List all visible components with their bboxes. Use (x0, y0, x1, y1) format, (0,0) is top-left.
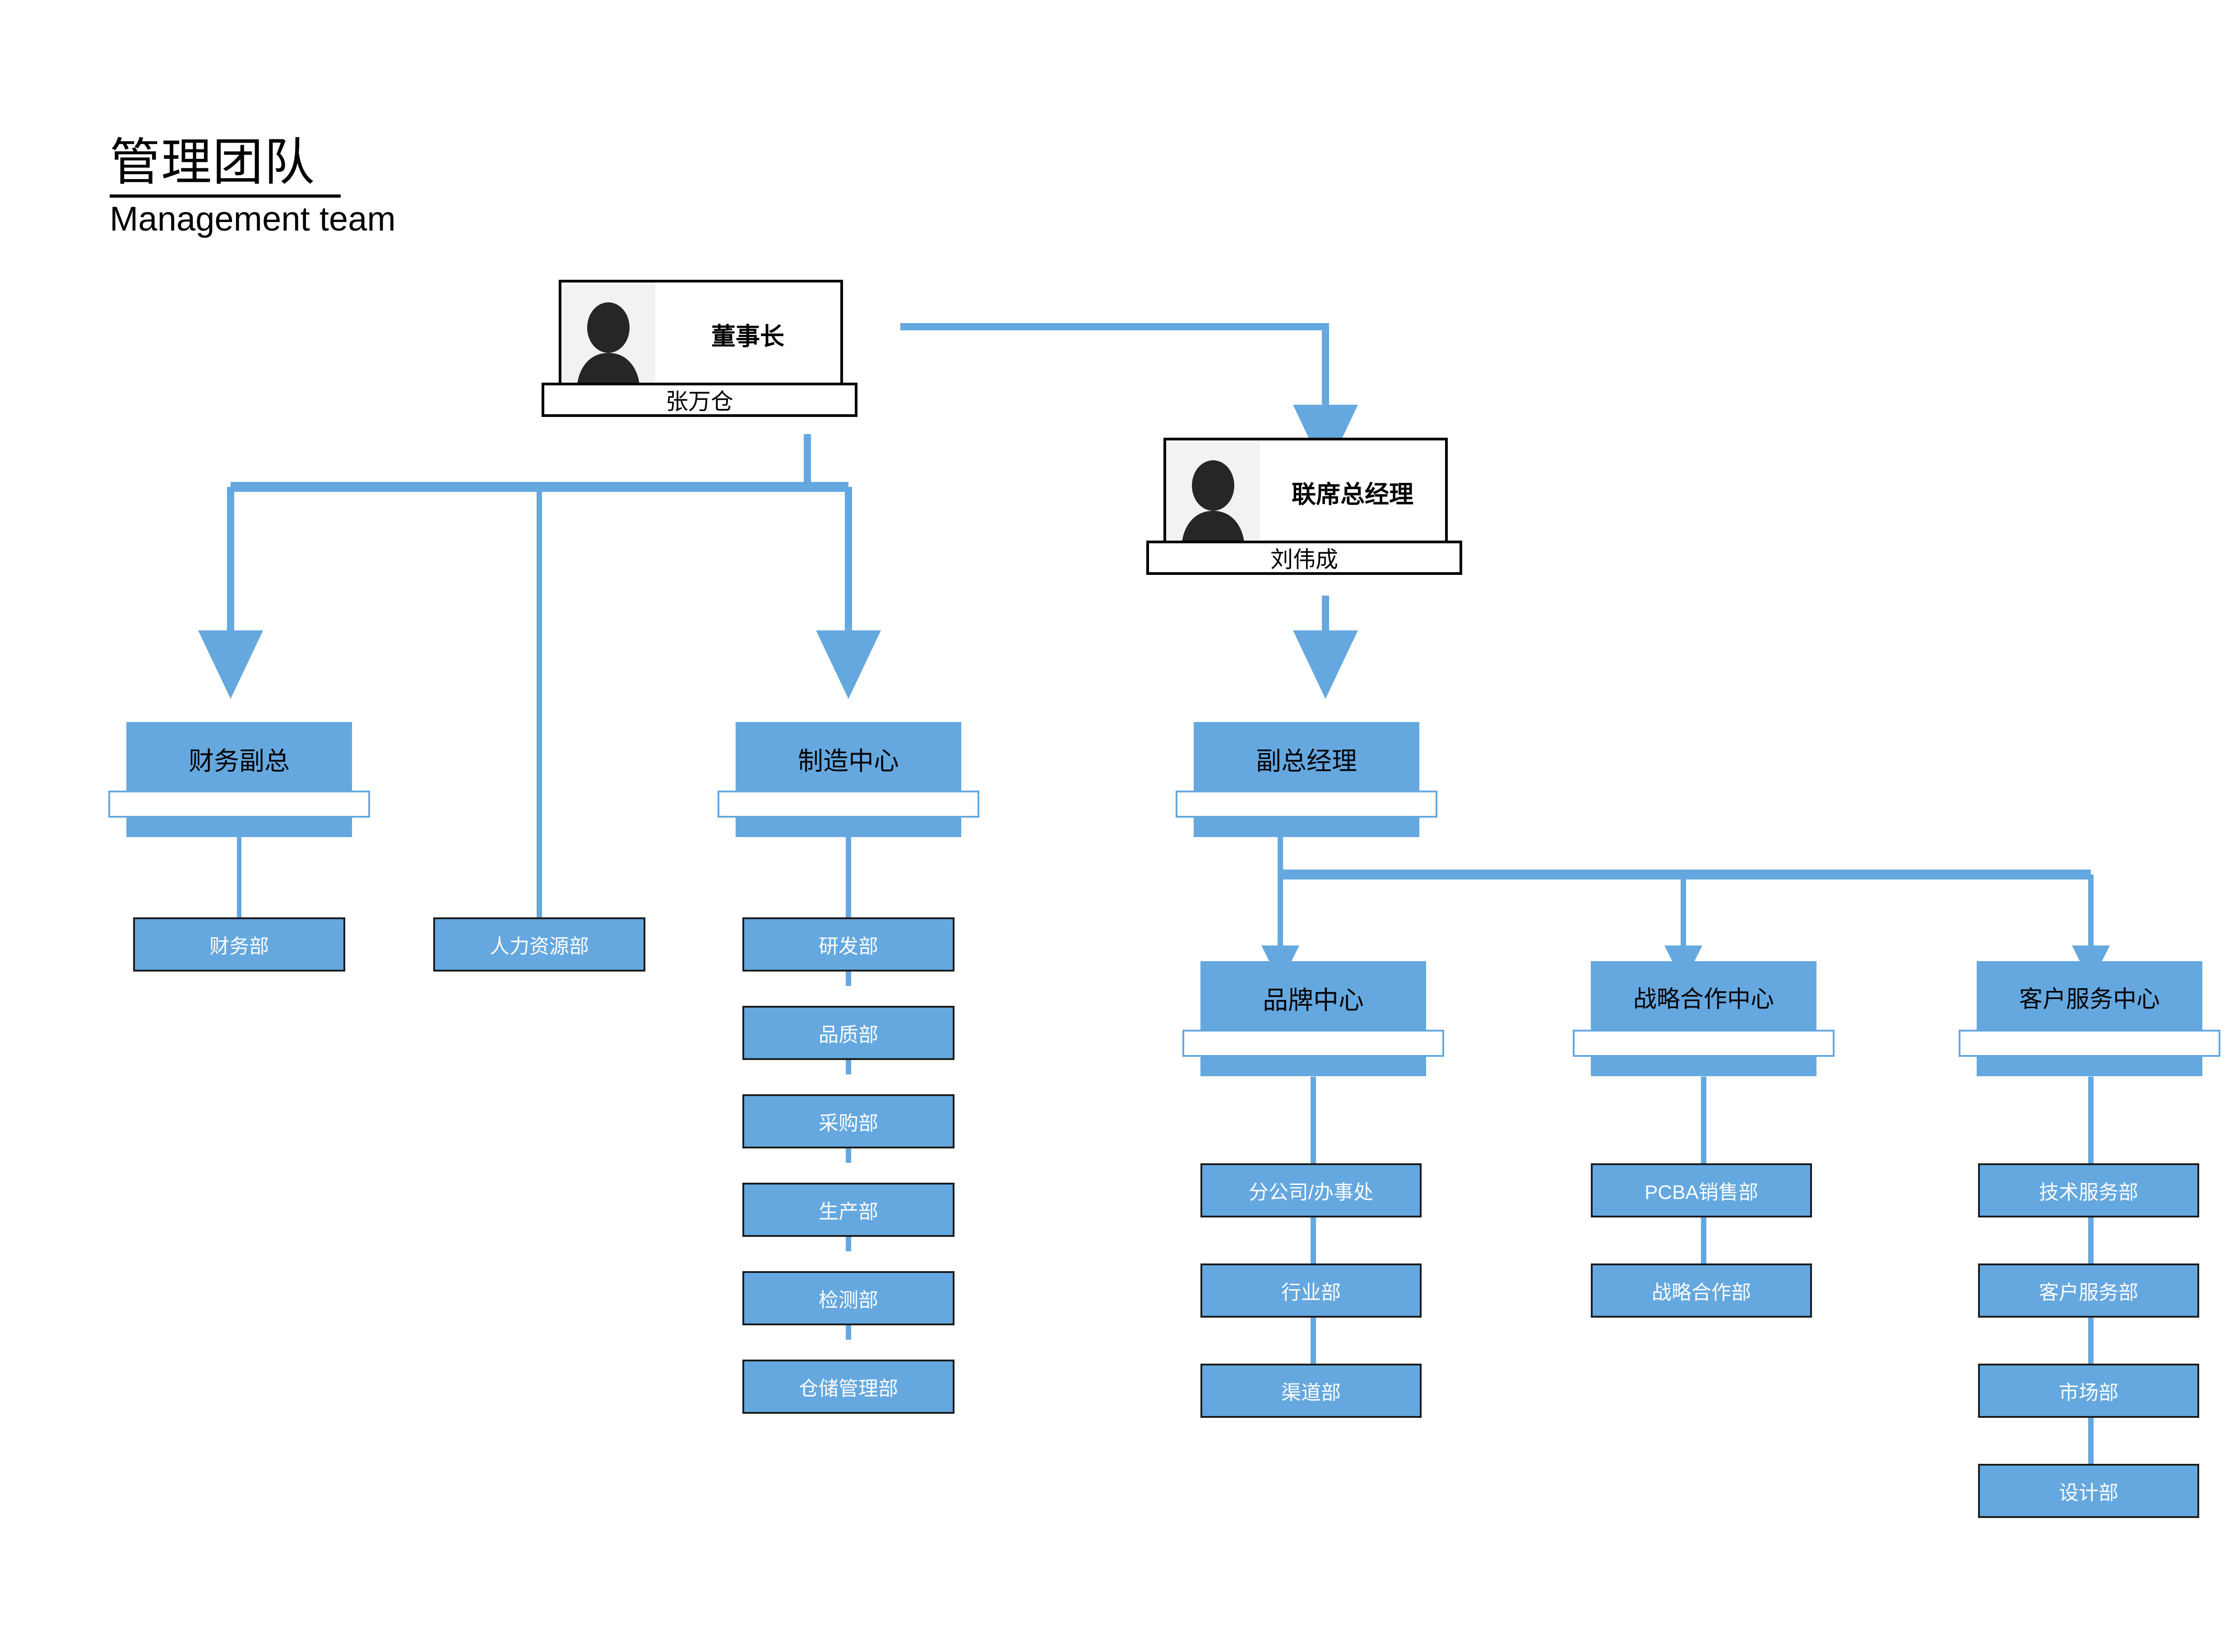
dept-label: 财务部 (209, 935, 269, 958)
dept-box[interactable]: 市场部 (1978, 1364, 2199, 1418)
dept-label: 技术服务部 (2039, 1181, 2138, 1203)
dept-label: 生产部 (819, 1201, 878, 1223)
dept-box[interactable]: 财务部 (133, 917, 345, 972)
dept-label: 市场部 (2059, 1382, 2118, 1404)
center-banner (108, 791, 370, 818)
dept-box[interactable]: 品质部 (742, 1006, 955, 1060)
dept-box[interactable]: 仓储管理部 (742, 1360, 955, 1414)
dept-label: 研发部 (819, 935, 878, 958)
dept-box[interactable]: 设计部 (1978, 1464, 2199, 1518)
dept-box[interactable]: PCBA销售部 (1591, 1163, 1812, 1217)
dept-label: PCBA销售部 (1645, 1181, 1758, 1203)
center-node-body: 副总经理 (1194, 722, 1419, 837)
edge-chairman-bus (231, 434, 848, 492)
center-node-body: 品牌中心 (1200, 961, 1426, 1076)
dept-label: 战略合作部 (1652, 1282, 1751, 1304)
exec-card-chairman[interactable]: 董事长 张万仓 (542, 280, 857, 433)
dept-label: 检测部 (819, 1289, 878, 1311)
center-node-body: 制造中心 (736, 722, 961, 837)
exec-name-banner: 张万仓 (542, 383, 857, 417)
center-node-deputy-gm[interactable]: 副总经理 (1176, 722, 1437, 837)
center-node-body: 客户服务中心 (1977, 961, 2202, 1076)
dept-label: 品质部 (819, 1024, 878, 1046)
person-avatar-icon (1166, 440, 1260, 543)
center-node-customer-service[interactable]: 客户服务中心 (1959, 961, 2220, 1076)
page-title: 管理团队 Management team (110, 135, 516, 237)
exec-title: 联席总经理 (1292, 481, 1413, 508)
dept-label: 行业部 (1281, 1282, 1341, 1304)
exec-card-cogm-body: 联席总经理 (1163, 438, 1448, 546)
dept-box[interactable]: 研发部 (742, 917, 955, 972)
dept-box[interactable]: 渠道部 (1200, 1364, 1422, 1418)
exec-title: 董事长 (711, 323, 784, 350)
person-avatar-icon (561, 282, 655, 385)
center-title: 制造中心 (798, 747, 899, 775)
dept-label: 客户服务部 (2039, 1282, 2138, 1304)
dept-box[interactable]: 检测部 (742, 1271, 955, 1325)
center-title: 财务副总 (189, 747, 290, 775)
dept-box[interactable]: 战略合作部 (1591, 1263, 1812, 1318)
center-banner (718, 791, 979, 818)
page-title-cn: 管理团队 (110, 134, 315, 190)
exec-name: 刘伟成 (1270, 547, 1338, 572)
edge-chairman-to-cogm (900, 323, 1358, 473)
exec-name-banner: 刘伟成 (1146, 541, 1462, 575)
center-node-manufacturing[interactable]: 制造中心 (718, 722, 979, 837)
dept-label: 设计部 (2059, 1482, 2118, 1504)
dept-label: 人力资源部 (490, 935, 589, 958)
center-title: 战略合作中心 (1633, 986, 1774, 1013)
center-node-strategy[interactable]: 战略合作中心 (1573, 961, 1835, 1076)
title-underline (110, 194, 341, 198)
dept-label: 采购部 (819, 1112, 878, 1134)
dept-box[interactable]: 客户服务部 (1978, 1263, 2199, 1318)
center-banner (1176, 791, 1437, 818)
page-title-en: Management team (110, 199, 396, 238)
dept-label: 分公司/办事处 (1248, 1181, 1374, 1203)
dept-box[interactable]: 分公司/办事处 (1200, 1163, 1422, 1217)
dept-box[interactable]: 采购部 (742, 1094, 955, 1148)
center-node-body: 财务副总 (126, 722, 352, 837)
center-node-finance-vp[interactable]: 财务副总 (108, 722, 370, 837)
center-title: 客户服务中心 (2019, 986, 2160, 1013)
center-node-body: 战略合作中心 (1591, 961, 1816, 1076)
dept-label: 渠道部 (1281, 1382, 1341, 1404)
exec-card-cogm[interactable]: 联席总经理 刘伟成 (1146, 438, 1462, 591)
dept-box[interactable]: 行业部 (1200, 1263, 1422, 1318)
center-banner (1573, 1030, 1835, 1057)
exec-card-chairman-body: 董事长 (559, 280, 843, 388)
exec-name: 张万仓 (666, 389, 733, 414)
center-banner (1959, 1030, 2220, 1057)
dept-label: 仓储管理部 (799, 1378, 898, 1400)
center-title: 副总经理 (1256, 747, 1357, 775)
dept-box[interactable]: 技术服务部 (1978, 1163, 2199, 1217)
dept-box[interactable]: 生产部 (742, 1183, 955, 1237)
dept-box[interactable]: 人力资源部 (433, 917, 645, 972)
center-title: 品牌中心 (1263, 986, 1364, 1014)
edge-dgm-bus (1278, 837, 2091, 879)
center-node-brand[interactable]: 品牌中心 (1182, 961, 1444, 1076)
center-banner (1182, 1030, 1444, 1057)
